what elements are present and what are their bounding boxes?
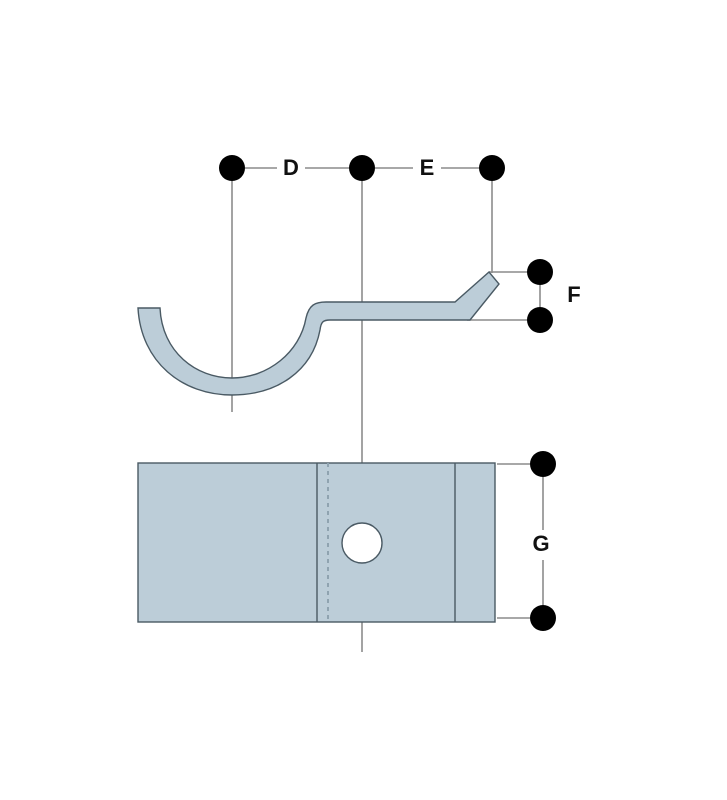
dimension-label-e: E bbox=[420, 155, 435, 180]
mounting-plate-group bbox=[137, 462, 496, 623]
dimension-dot-d-left bbox=[219, 155, 245, 181]
dimension-dot-f-top bbox=[527, 259, 553, 285]
dimension-label-f: F bbox=[567, 282, 580, 307]
dimension-label-g: G bbox=[532, 531, 549, 556]
dimension-dot-g-top bbox=[530, 451, 556, 477]
dimension-dot-f-bottom bbox=[527, 307, 553, 333]
plate-fold-lines bbox=[316, 463, 456, 622]
hook-profile-shape bbox=[137, 270, 500, 396]
dimension-dot-d-e-mid bbox=[349, 155, 375, 181]
dimension-label-d: D bbox=[283, 155, 299, 180]
dimension-dot-g-bottom bbox=[530, 605, 556, 631]
mounting-hole bbox=[341, 522, 383, 564]
dimension-dots-group bbox=[219, 155, 556, 631]
dimension-dot-e-right bbox=[479, 155, 505, 181]
